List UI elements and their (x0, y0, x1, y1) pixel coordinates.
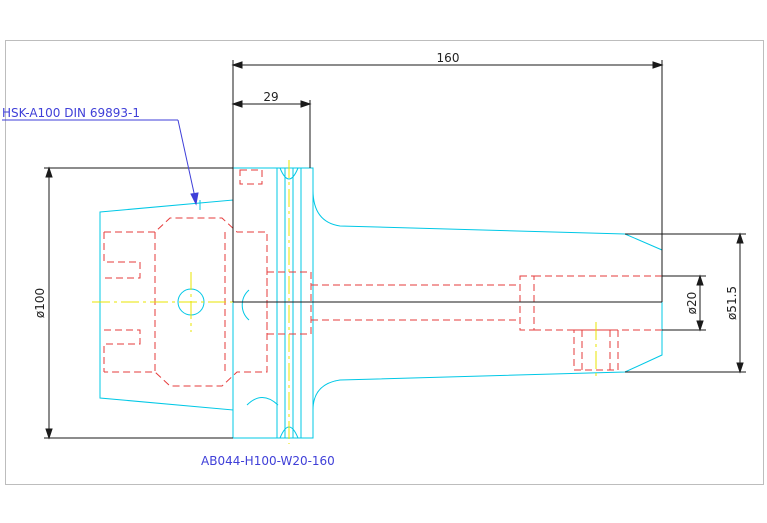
dim-flange-width: 29 (263, 90, 278, 104)
part-outline (99, 167, 663, 439)
drawing-border (5, 40, 764, 485)
dim-total-length: 160 (437, 51, 460, 65)
dim-flange-diameter: ø100 (33, 288, 47, 318)
dimension-lines (44, 60, 746, 440)
dim-bore-diameter: ø20 (685, 292, 699, 315)
dim-shank-diameter: ø51.5 (725, 286, 739, 320)
part-number-label: AB044-H100-W20-160 (201, 454, 335, 468)
hidden-lines (103, 169, 662, 387)
part-callout-label: HSK-A100 DIN 69893-1 (2, 106, 140, 120)
callout-leader (2, 119, 199, 206)
